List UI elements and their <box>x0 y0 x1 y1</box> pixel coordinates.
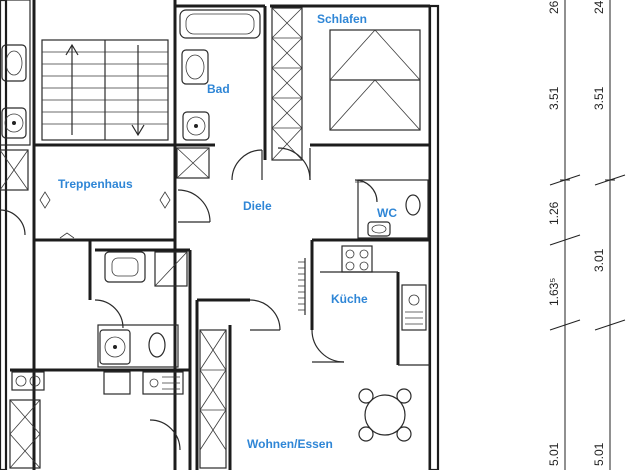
room-label-schlafen: Schlafen <box>317 12 367 26</box>
dim-left-1-26: 1.26 <box>547 201 561 225</box>
dim-right-5-01: 5.01 <box>592 442 606 466</box>
dining-table <box>358 388 412 442</box>
wardrobe-closets <box>0 7 303 469</box>
walls <box>0 0 440 470</box>
room-labels: Schlafen Bad Treppenhaus Diele WC Küche … <box>58 12 397 451</box>
dim-right-3-51: 3.51 <box>592 86 606 110</box>
dim-right-24: 24 <box>592 0 606 14</box>
radiator <box>298 258 306 315</box>
room-label-treppenhaus: Treppenhaus <box>58 177 133 191</box>
room-label-wc: WC <box>377 206 397 220</box>
room-label-diele: Diele <box>243 199 272 213</box>
room-label-kueche: Küche <box>331 292 368 306</box>
dim-right-3-01: 3.01 <box>592 248 606 272</box>
dimension-lines <box>549 0 626 470</box>
room-label-bad: Bad <box>207 82 230 96</box>
dim-left-26: 26 <box>547 0 561 14</box>
double-bed <box>329 29 421 131</box>
dimension-labels: 5.01 1.63⁵ 1.26 3.51 26 5.01 3.01 3.51 2… <box>547 0 606 466</box>
dim-left-5-01: 5.01 <box>547 442 561 466</box>
staircase <box>41 39 169 141</box>
room-label-wohnen-essen: Wohnen/Essen <box>247 437 333 451</box>
dim-left-3-51: 3.51 <box>547 86 561 110</box>
bathroom-fixtures <box>1 9 421 365</box>
kitchen-fixtures <box>11 245 427 395</box>
doors <box>0 147 378 451</box>
dim-left-1-63: 1.63⁵ <box>547 278 561 306</box>
